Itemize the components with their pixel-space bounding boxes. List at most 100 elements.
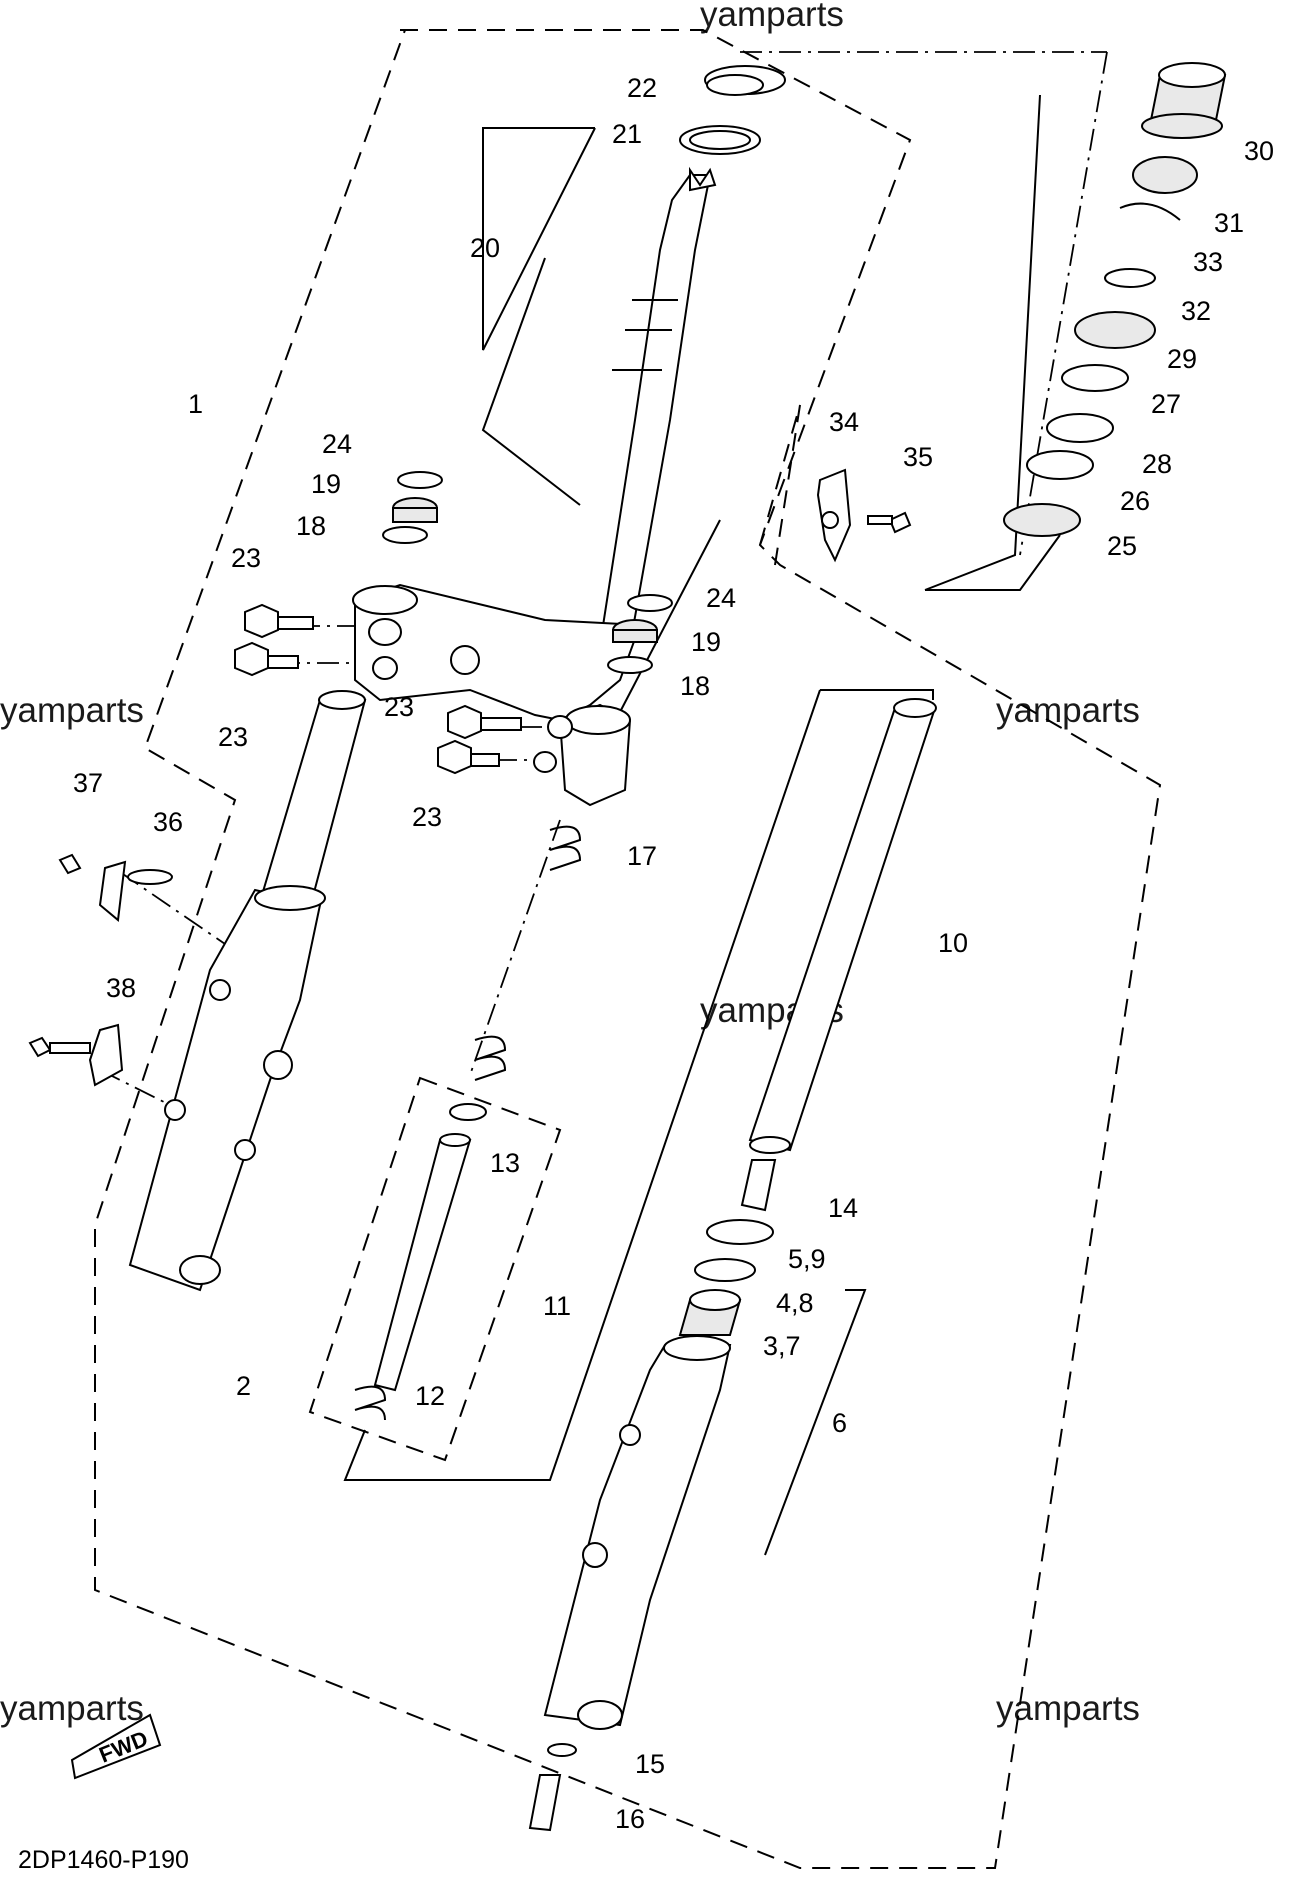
- label-p5-9: 5,9: [788, 1244, 826, 1274]
- label-p22: 22: [627, 73, 657, 103]
- bearing-29: [1074, 311, 1156, 349]
- steering-axis: [1019, 51, 1108, 556]
- spring-17-top: [549, 825, 582, 871]
- spring-17-bottom: [474, 1035, 507, 1081]
- label-p14: 14: [828, 1193, 858, 1223]
- part-10-right-inner-tube: [748, 698, 937, 1154]
- ring-24-right: [627, 594, 673, 612]
- label-p27: 27: [1151, 389, 1181, 419]
- label-p31: 31: [1214, 208, 1244, 238]
- bracket-34-and-screw-35: [816, 468, 912, 563]
- ring-13: [449, 1103, 487, 1121]
- label-p19b: 19: [691, 627, 721, 657]
- label-p38: 38: [106, 973, 136, 1003]
- part-20-steering-stem: [598, 166, 717, 646]
- ring-33: [1119, 202, 1181, 221]
- label-p23d: 23: [412, 802, 442, 832]
- watermark-right: yamparts: [996, 691, 1140, 730]
- cap-19-left-body: [392, 507, 438, 523]
- label-p36: 36: [153, 807, 183, 837]
- part-2-left-fork: [128, 690, 367, 1292]
- cap-19-right-body: [612, 629, 658, 643]
- label-p23b: 23: [218, 722, 248, 752]
- label-p23c: 23: [384, 692, 414, 722]
- label-p30: 30: [1244, 136, 1274, 166]
- parts-15-16: [528, 1743, 577, 1832]
- assembly-34-outline: [759, 404, 801, 566]
- bolt-23-a: [244, 603, 314, 639]
- oring-18-left: [382, 526, 428, 544]
- spring-axis: [469, 819, 561, 1076]
- bolt-38: [28, 1036, 52, 1058]
- race-26: [1026, 450, 1094, 480]
- collar-14: [740, 1159, 777, 1212]
- race-27: [1061, 364, 1129, 392]
- label-p26: 26: [1120, 486, 1150, 516]
- bolt-23-b: [234, 641, 299, 677]
- label-p23a: 23: [231, 543, 261, 573]
- bolt-23-d: [437, 739, 500, 775]
- bracket-38: [88, 1023, 124, 1087]
- label-p29: 29: [1167, 344, 1197, 374]
- label-p21: 21: [612, 119, 642, 149]
- bearing-25: [1003, 503, 1081, 537]
- part-1-under-bracket: [352, 583, 642, 807]
- label-p15: 15: [635, 1749, 665, 1779]
- label-p11: 11: [543, 1291, 571, 1321]
- assembly-1-outline: [94, 29, 1162, 1869]
- label-p3-7: 3,7: [763, 1331, 801, 1361]
- label-p33: 33: [1193, 247, 1223, 277]
- balls-28: [1046, 413, 1114, 443]
- bolt-23-c: [447, 704, 522, 740]
- label-p32: 32: [1181, 296, 1211, 326]
- upper-left-seals: [382, 471, 673, 674]
- label-p4-8: 4,8: [776, 1288, 814, 1318]
- label-p16: 16: [615, 1804, 645, 1834]
- part-number-labels: 1 2 3,7 4,8 5,9 6 10 11 12 13 14 15 16 1…: [73, 73, 1274, 1834]
- bracket-36: [98, 860, 127, 922]
- part-23-bolts: [234, 603, 522, 775]
- label-p18b: 18: [680, 671, 710, 701]
- watermark-top: yamparts: [700, 0, 844, 34]
- label-p13: 13: [490, 1148, 520, 1178]
- assembly-11-outline: [308, 1076, 562, 1462]
- label-p24b: 24: [706, 583, 736, 613]
- label-p10: 10: [938, 928, 968, 958]
- label-p6: 6: [832, 1408, 847, 1438]
- screw-37: [58, 853, 82, 875]
- label-p24a: 24: [322, 429, 352, 459]
- brackets-36-38: [28, 853, 173, 1087]
- label-p35: 35: [903, 442, 933, 472]
- bolt-16: [528, 1774, 562, 1832]
- ring-24-left: [397, 471, 443, 489]
- label-p34: 34: [829, 407, 859, 437]
- oring-18-right: [607, 656, 653, 674]
- diagram-code: 2DP1460-P190: [18, 1846, 189, 1874]
- spring-17-and-damper-11: [354, 825, 582, 1421]
- label-p1: 1: [188, 389, 203, 419]
- clip-4-8: [694, 1258, 756, 1282]
- label-p2: 2: [236, 1371, 251, 1401]
- label-p18a: 18: [296, 511, 326, 541]
- watermark-left: yamparts: [0, 691, 144, 730]
- part-6-right-outer-tube: [543, 1335, 732, 1730]
- washer-32: [1104, 268, 1156, 288]
- spring-12: [354, 1385, 387, 1421]
- label-p20: 20: [470, 233, 500, 263]
- leader-lines: [343, 94, 1061, 1556]
- steering-head-parts: [1003, 62, 1227, 537]
- watermark-bottom-left: yamparts: [0, 1689, 144, 1728]
- parts-14-and-seals: [678, 1159, 777, 1336]
- label-p28: 28: [1142, 449, 1172, 479]
- label-p12: 12: [415, 1381, 445, 1411]
- label-p25: 25: [1107, 531, 1137, 561]
- seal-5-9: [706, 1219, 774, 1245]
- label-p17: 17: [627, 841, 657, 871]
- ring-nut-31: [1132, 156, 1198, 194]
- label-p37: 37: [73, 768, 103, 798]
- rod-11: [373, 1139, 472, 1392]
- washer-15: [547, 1743, 577, 1757]
- label-p19a: 19: [311, 469, 341, 499]
- parts-21-22-top: [679, 65, 786, 155]
